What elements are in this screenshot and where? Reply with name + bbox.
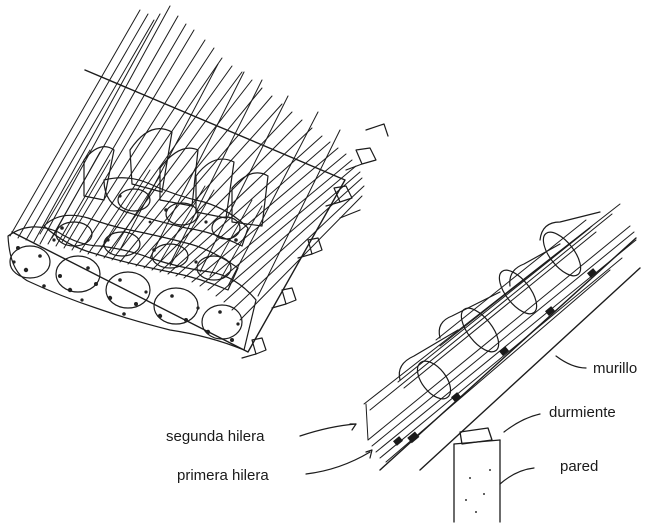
knot-row-first [7, 226, 257, 351]
pared-leader [499, 467, 535, 485]
straw-bundles [9, 5, 365, 321]
durmiente-label: durmiente [549, 404, 616, 421]
thatch-perspective-view [7, 5, 389, 359]
segunda-hilera-label: segunda hilera [166, 428, 265, 445]
primera-hilera-leader [305, 451, 371, 475]
segunda-hilera-leader [299, 423, 357, 437]
section-ties [393, 268, 597, 446]
batten-ends [241, 123, 389, 359]
knot-row-second [43, 177, 249, 291]
pared-label: pared [560, 458, 599, 475]
knot-stipple [12, 194, 240, 342]
section-bundle-outlines [398, 211, 601, 400]
primera-hilera-label: primera hilera [177, 467, 269, 484]
thatch-section-view [299, 203, 641, 523]
durmiente-leader [503, 413, 541, 433]
durmiente-beam [459, 427, 493, 445]
wall [453, 439, 501, 523]
murillo-label: murillo [593, 360, 638, 377]
leader-lines [299, 355, 587, 485]
murillo-leader [555, 355, 587, 369]
section-straw-layers [363, 203, 637, 463]
